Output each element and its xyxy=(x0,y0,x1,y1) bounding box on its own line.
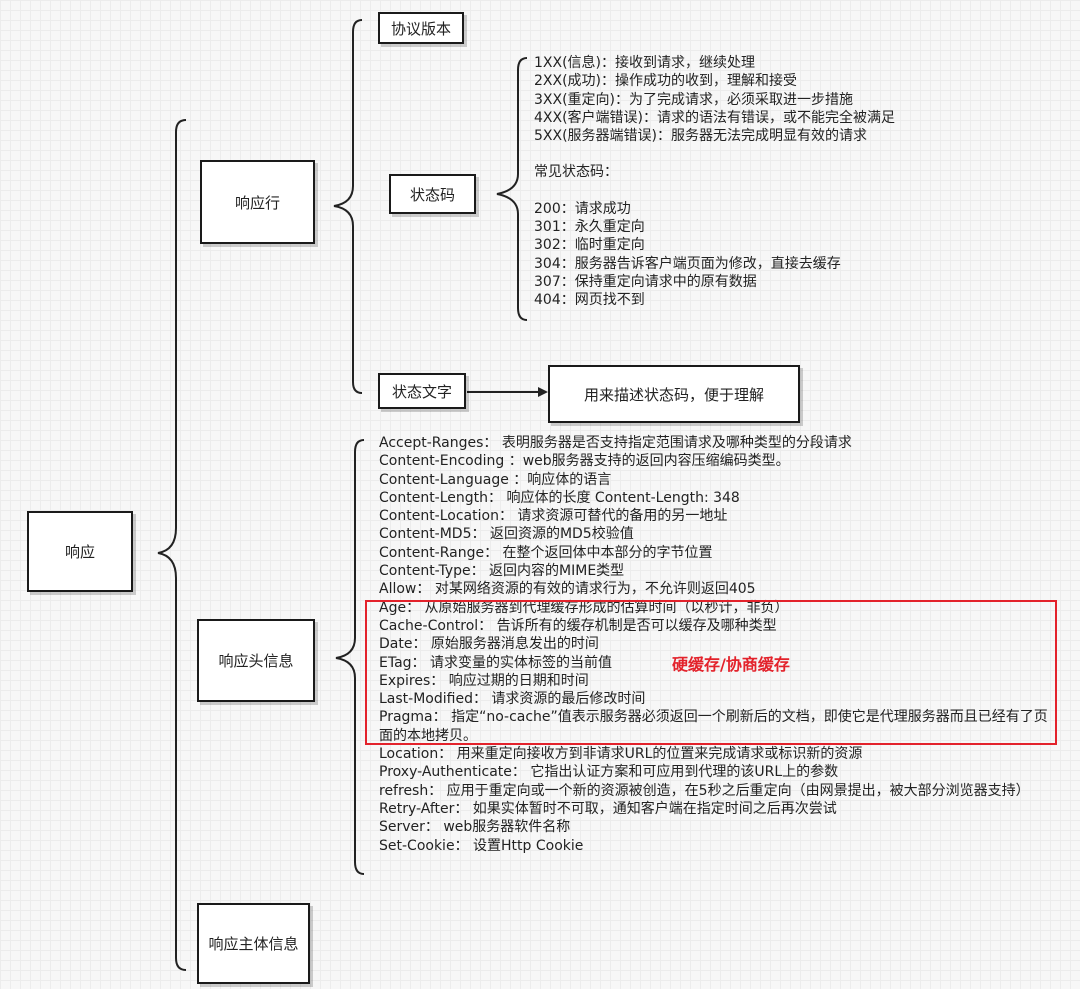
header-item: ETag： 请求变量的实体标签的当前值 xyxy=(379,654,612,671)
header-item: Expires： 响应过期的日期和时间 xyxy=(379,672,589,689)
response-header-brace xyxy=(335,439,365,875)
cache-headers-highlight xyxy=(365,600,1057,745)
header-item: Cache-Control： 告诉所有的缓存机制是否可以缓存及哪种类型 xyxy=(379,617,777,634)
header-item: Date： 原始服务器消息发出的时间 xyxy=(379,636,599,653)
status-class-item: 2XX(成功)：操作成功的收到，理解和接受 xyxy=(534,73,798,90)
status-class-item: 1XX(信息)：接收到请求，继续处理 xyxy=(534,55,756,71)
status-text-desc-node: 用来描述状态码，便于理解 xyxy=(548,365,800,423)
common-status-item: 302：临时重定向 xyxy=(534,237,645,254)
response-line-label: 响应行 xyxy=(234,193,280,212)
header-item: Server： web服务器软件名称 xyxy=(379,819,571,836)
header-item: Content-Type： 返回内容的MIME类型 xyxy=(379,563,625,580)
common-status-item: 301：永久重定向 xyxy=(534,219,645,236)
common-status-item: 307：保持重定向请求中的原有数据 xyxy=(534,273,757,290)
response-line-brace xyxy=(333,19,363,394)
root-brace xyxy=(157,119,187,971)
response-headers-node: 响应头信息 xyxy=(197,619,315,702)
header-item: Content-Location： 请求资源可替代的备用的另一地址 xyxy=(379,508,728,525)
header-item: Content-MD5： 返回资源的MD5校验值 xyxy=(379,526,634,543)
cache-label: 硬缓存/协商缓存 xyxy=(672,655,790,674)
header-item: Content-Language ：响应体的语言 xyxy=(379,471,612,488)
common-status-title: 常见状态码： xyxy=(534,164,618,181)
status-text-desc-label: 用来描述状态码，便于理解 xyxy=(583,385,764,404)
header-item: Content-Encoding ：web服务器支持的返回内容压缩编码类型。 xyxy=(379,453,790,470)
status-text-label: 状态文字 xyxy=(391,382,452,401)
header-item: Location： 用来重定向接收方到非请求URL的位置来完成请求或标识新的资源 xyxy=(379,746,863,763)
header-item: Last-Modified： 请求资源的最后修改时间 xyxy=(379,691,646,708)
response-body-node: 响应主体信息 xyxy=(197,903,310,984)
header-item: Pragma： 指定“no-cache”值表示服务器必须返回一个刷新后的文档，即… xyxy=(379,709,1048,744)
root-node: 响应 xyxy=(27,511,133,592)
arrow-head-icon xyxy=(538,387,548,397)
root-label: 响应 xyxy=(64,543,95,561)
status-text-node: 状态文字 xyxy=(378,373,466,409)
header-item: Proxy-Authenticate： 它指出认证方案和可应用到代理的该URL上… xyxy=(379,764,839,781)
status-class-item: 5XX(服务器端错误)：服务器无法完成明显有效的请求 xyxy=(534,128,868,145)
response-header-list: Accept-Ranges： 表明服务器是否支持指定范围请求及哪种类型的分段请求… xyxy=(379,434,1054,855)
status-code-node: 状态码 xyxy=(389,174,476,214)
header-item: Content-Length： 响应体的长度 Content-Length: 3… xyxy=(379,489,740,506)
common-status-item: 404：网页找不到 xyxy=(534,292,645,309)
header-item: Age： 从原始服务器到代理缓存形成的估算时间（以秒计，非负） xyxy=(379,599,789,616)
header-item: Allow： 对某网络资源的有效的请求行为，不允许则返回405 xyxy=(379,581,756,598)
header-item: Accept-Ranges： 表明服务器是否支持指定范围请求及哪种类型的分段请求 xyxy=(379,435,852,451)
status-class-item: 4XX(客户端错误)：请求的语法有错误，或不能完全被满足 xyxy=(534,109,896,126)
common-status-item: 304：服务器告诉客户端页面为修改，直接去缓存 xyxy=(534,255,841,272)
status-class-item: 3XX(重定向)：为了完成请求，必须采取进一步措施 xyxy=(534,91,854,108)
status-code-brace xyxy=(496,57,528,321)
response-body-label: 响应主体信息 xyxy=(208,935,299,953)
header-item: Content-Range： 在整个返回体中本部分的字节位置 xyxy=(379,544,713,561)
status-code-list: 1XX(信息)：接收到请求，继续处理 2XX(成功)：操作成功的收到，理解和接受… xyxy=(534,54,895,310)
protocol-version-label: 协议版本 xyxy=(390,19,451,38)
header-item: Retry-After： 如果实体暂时不可取，通知客户端在指定时间之后再次尝试 xyxy=(379,800,837,817)
common-status-item: 200：请求成功 xyxy=(534,200,631,217)
response-headers-label: 响应头信息 xyxy=(218,652,294,670)
header-item: Set-Cookie： 设置Http Cookie xyxy=(379,837,584,854)
response-line-node: 响应行 xyxy=(200,160,315,244)
status-code-label: 状态码 xyxy=(409,185,455,204)
header-item: refresh： 应用于重定向或一个新的资源被创造，在5秒之后重定向（由网景提出… xyxy=(379,782,1030,799)
protocol-version-node: 协议版本 xyxy=(378,12,464,44)
